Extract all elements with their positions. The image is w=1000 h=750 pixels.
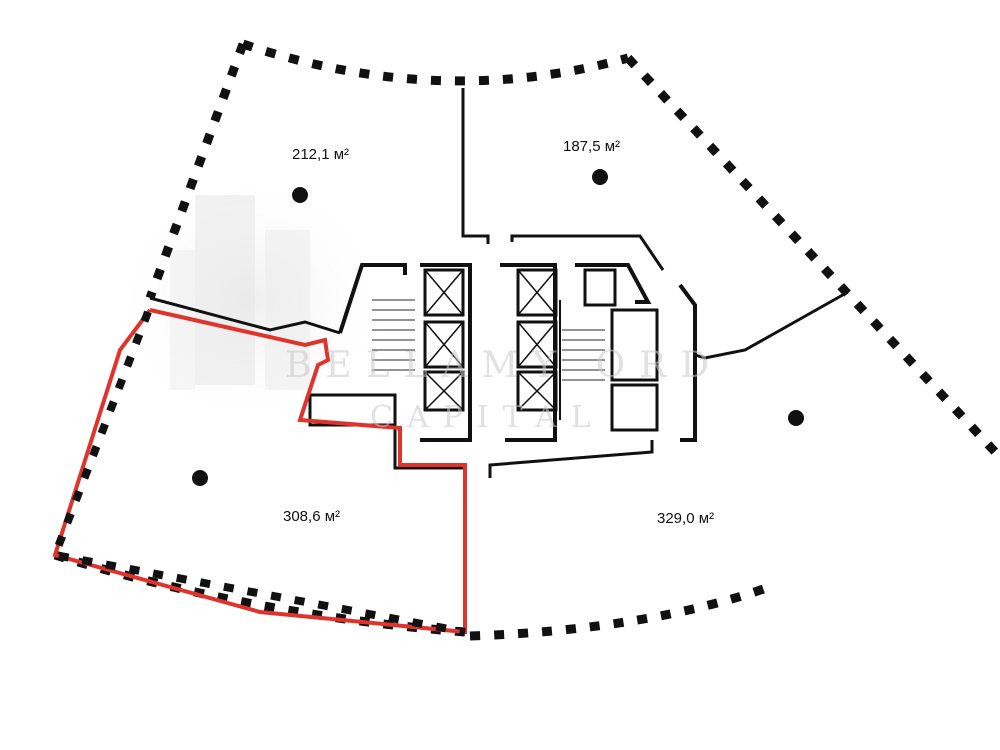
unit-area-label-sw[interactable]: 308,6 м² xyxy=(283,508,341,525)
watermark-line-1: BELLAMY ORD xyxy=(285,345,724,386)
building-core xyxy=(308,263,697,442)
stair-treads xyxy=(372,299,605,381)
unit-area-label-nw[interactable]: 212,1 м² xyxy=(292,146,350,163)
watermark-line-2: CAPITAL xyxy=(370,400,605,435)
unit-area-label-ne[interactable]: 187,5 м² xyxy=(563,138,621,155)
column-marker-nw xyxy=(292,187,308,203)
partition-walls xyxy=(149,88,849,632)
column-marker-sw xyxy=(192,470,208,486)
column-marker-se xyxy=(788,410,804,426)
column-marker-ne xyxy=(592,169,608,185)
unit-area-label-se[interactable]: 329,0 м² xyxy=(657,510,715,527)
